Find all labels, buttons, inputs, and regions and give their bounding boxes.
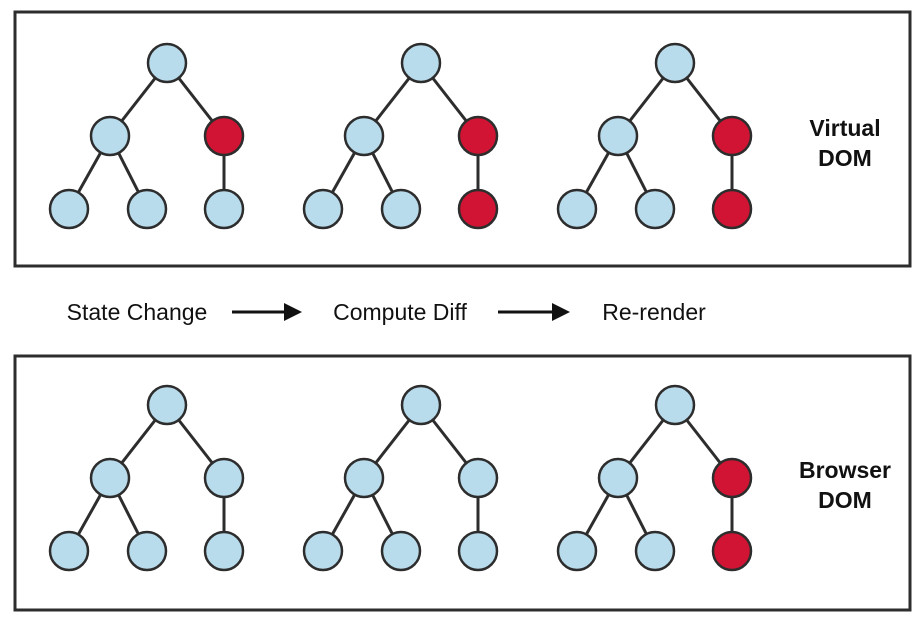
tree-virtual-3 bbox=[556, 42, 753, 230]
tree-node bbox=[48, 530, 90, 572]
tree-node bbox=[457, 457, 499, 499]
tree-node bbox=[343, 457, 385, 499]
changed-node bbox=[711, 188, 753, 230]
tree-node bbox=[203, 457, 245, 499]
tree-browser-2 bbox=[302, 384, 499, 572]
tree-node bbox=[146, 384, 188, 426]
tree-node bbox=[89, 457, 131, 499]
tree-node bbox=[48, 188, 90, 230]
step-compute-diff: Compute Diff bbox=[333, 299, 467, 325]
tree-node bbox=[203, 188, 245, 230]
tree-node bbox=[556, 530, 598, 572]
step-state-change: State Change bbox=[67, 299, 208, 325]
tree-node bbox=[400, 42, 442, 84]
changed-node bbox=[711, 115, 753, 157]
tree-node bbox=[654, 384, 696, 426]
changed-node bbox=[711, 530, 753, 572]
tree-node bbox=[126, 530, 168, 572]
tree-virtual-1 bbox=[48, 42, 245, 230]
tree-node bbox=[457, 530, 499, 572]
tree-node bbox=[634, 530, 676, 572]
step-re-render: Re-render bbox=[602, 299, 706, 325]
tree-node bbox=[380, 188, 422, 230]
changed-node bbox=[711, 457, 753, 499]
arrow-1 bbox=[232, 303, 302, 321]
virtual-dom-label-line1: Virtual bbox=[809, 115, 880, 141]
tree-node bbox=[654, 42, 696, 84]
tree-node bbox=[597, 115, 639, 157]
tree-node bbox=[597, 457, 639, 499]
tree-node bbox=[380, 530, 422, 572]
browser-dom-panel bbox=[13, 354, 912, 612]
tree-node bbox=[634, 188, 676, 230]
changed-node bbox=[457, 188, 499, 230]
tree-node bbox=[556, 188, 598, 230]
tree-node bbox=[302, 530, 344, 572]
virtual-dom-panel bbox=[13, 10, 912, 268]
tree-browser-1 bbox=[48, 384, 245, 572]
tree-node bbox=[203, 530, 245, 572]
changed-node bbox=[457, 115, 499, 157]
tree-node bbox=[302, 188, 344, 230]
tree-node bbox=[400, 384, 442, 426]
tree-node bbox=[89, 115, 131, 157]
changed-node bbox=[203, 115, 245, 157]
arrow-2 bbox=[498, 303, 570, 321]
browser-dom-label-line2: DOM bbox=[818, 487, 872, 513]
virtual-dom-label-line2: DOM bbox=[818, 145, 872, 171]
tree-browser-3 bbox=[556, 384, 753, 572]
trees-group bbox=[48, 42, 753, 572]
browser-dom-label-line1: Browser bbox=[799, 457, 891, 483]
tree-node bbox=[146, 42, 188, 84]
tree-node bbox=[343, 115, 385, 157]
tree-node bbox=[126, 188, 168, 230]
tree-virtual-2 bbox=[302, 42, 499, 230]
